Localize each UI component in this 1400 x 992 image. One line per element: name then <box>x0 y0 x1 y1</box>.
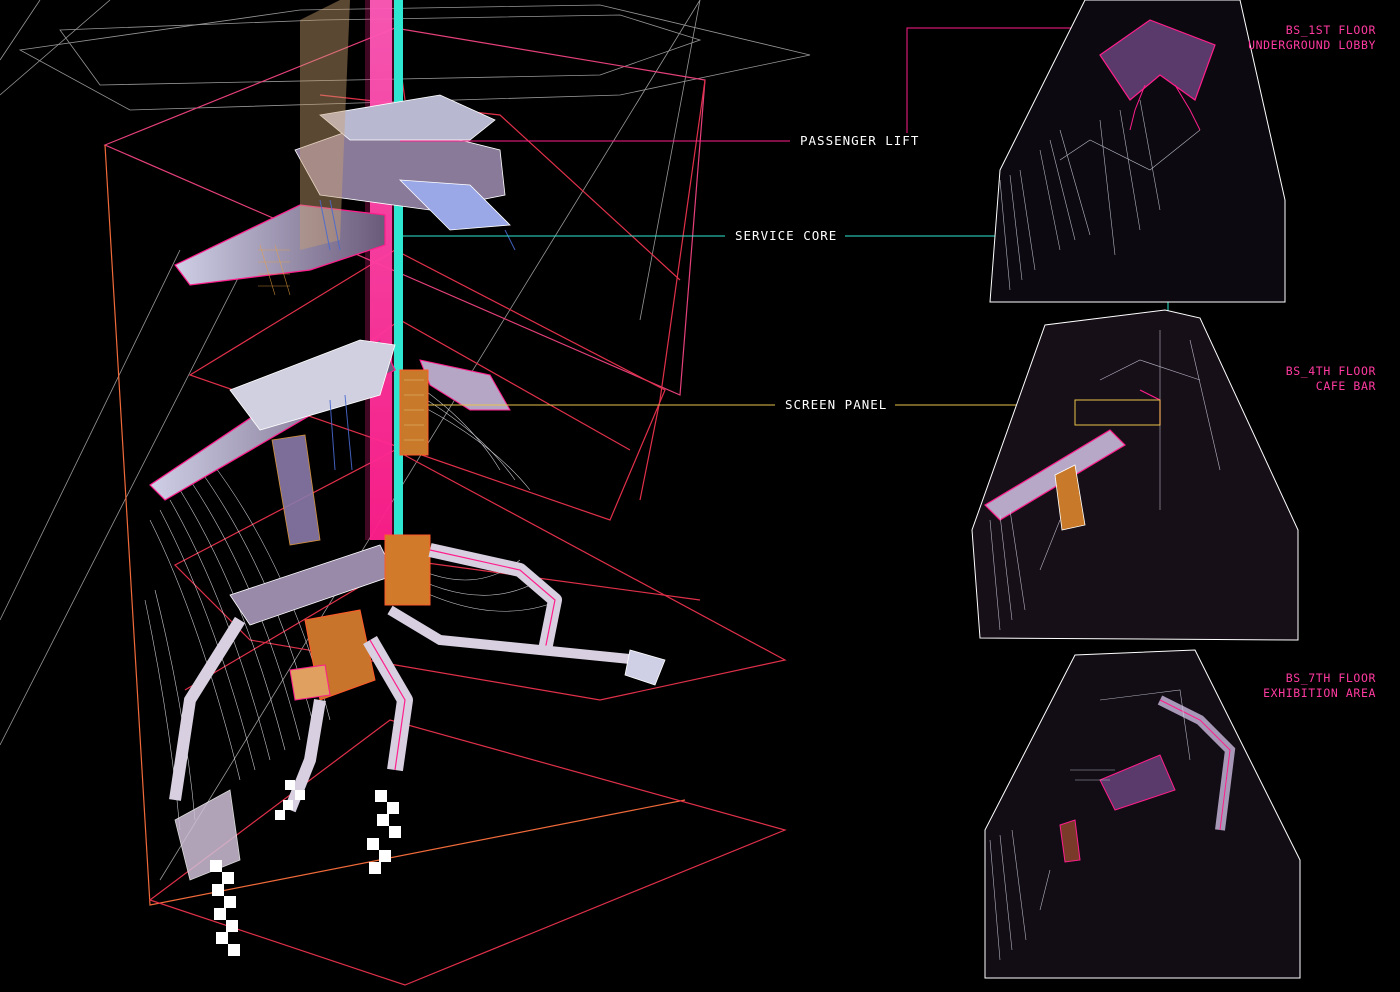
lower-floor-cluster <box>169 534 666 956</box>
screen-panel-label: SCREEN PANEL <box>777 397 896 413</box>
floor-1-subtitle: UNDERGROUND LOBBY <box>1248 38 1376 52</box>
screen-panel-upper <box>399 369 429 456</box>
floor-title-3: BS_7TH FLOOR EXHIBITION AREA <box>1263 671 1376 701</box>
middle-floor-cluster <box>149 339 511 546</box>
floor-2-subtitle: CAFE BAR <box>1315 379 1376 393</box>
floor-1-name: BS_1ST FLOOR <box>1285 23 1376 37</box>
passenger-lift-label: PASSENGER LIFT <box>792 133 928 149</box>
upper-floor-cluster <box>174 0 516 296</box>
checker-tiles <box>210 780 401 956</box>
passenger-lift-glow <box>365 0 397 540</box>
vertical-core <box>365 0 403 540</box>
floor-title-1: BS_1ST FLOOR UNDERGROUND LOBBY <box>1248 23 1376 53</box>
perspective-guides <box>0 0 811 881</box>
floor-2-name: BS_4TH FLOOR <box>1285 364 1376 378</box>
floor-title-2: BS_4TH FLOOR CAFE BAR <box>1286 364 1376 394</box>
service-core-label: SERVICE CORE <box>727 228 846 244</box>
floor-panel-3 <box>984 649 1301 979</box>
floor-3-subtitle: EXHIBITION AREA <box>1263 686 1376 700</box>
floor-panel-1 <box>989 0 1286 303</box>
floor-3-name: BS_7TH FLOOR <box>1285 671 1376 685</box>
service-core-shaft <box>394 0 403 540</box>
floor-panel-2 <box>971 309 1299 641</box>
screen-panel-lower <box>384 534 431 606</box>
